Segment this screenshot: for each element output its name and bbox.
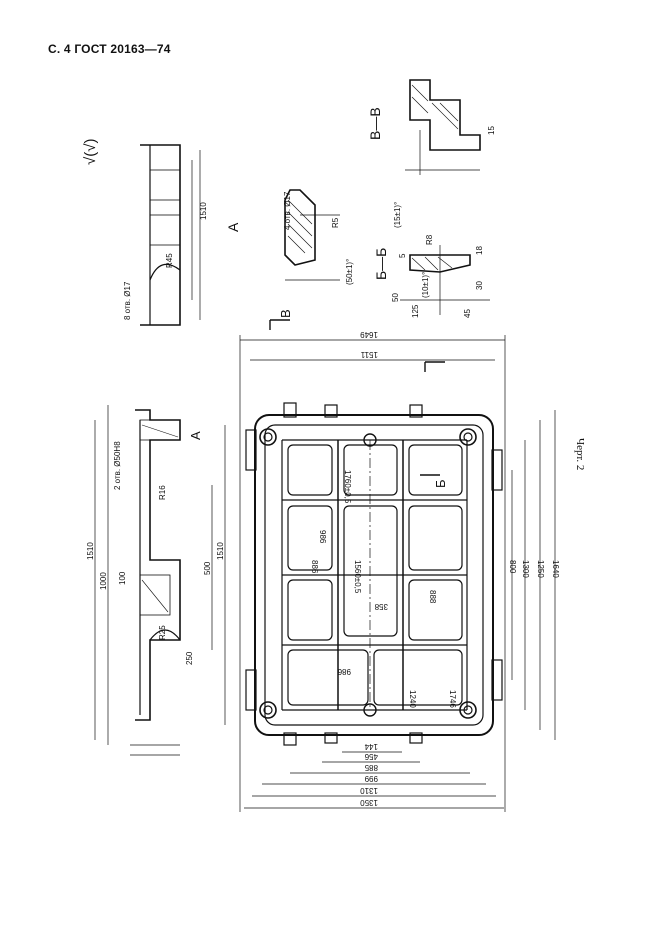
dim-inner-2: 358: [374, 602, 388, 611]
dim-left-1: 500: [203, 561, 212, 575]
dim-inner-1: 886: [310, 560, 319, 574]
dim-detail-0: 15: [487, 126, 496, 135]
dim-profile-1: R25: [158, 625, 167, 640]
dim-inner-3: 1240: [408, 690, 417, 708]
plan-view: [245, 402, 503, 746]
dim-profile-6: 1510: [199, 202, 208, 220]
dim-top-0: 1649: [360, 330, 378, 339]
dim-detail-2: 18: [475, 246, 484, 255]
section-b-label: Б—Б: [373, 248, 389, 280]
dim-detail-7: (15±1)°: [393, 202, 402, 228]
dim-right-3: 800: [508, 560, 517, 574]
dim-detail-9: (50±1)°: [345, 259, 354, 285]
dim-profile-5: 2 отв. Ø50Н8: [113, 441, 122, 490]
dim-profile-3: 4 отв. Ø17: [283, 191, 292, 230]
side-profile: [130, 409, 181, 756]
top-profile: [140, 144, 201, 326]
arrow-a-label: А: [188, 431, 203, 440]
dim-profile-8: 250: [185, 651, 194, 665]
dim-left-2: 1510: [86, 542, 95, 560]
arrow-b-label: Б: [433, 479, 448, 488]
dim-detail-1: 45: [463, 309, 472, 318]
dim-outer-3: 885: [364, 763, 378, 772]
dim-right-1: 1250: [536, 560, 545, 578]
section-b-detail: [400, 245, 490, 315]
dim-detail-8: (10±1)°: [421, 272, 430, 298]
dim-outer-4: 456: [364, 752, 378, 761]
dim-inner-0: 986: [337, 667, 351, 676]
dim-outer-0: 1350: [360, 798, 378, 807]
dim-left-0: 1000: [99, 572, 108, 590]
section-a-label: А: [225, 222, 241, 232]
dim-right-2: 1300: [521, 560, 530, 578]
dim-top-2: 1560±0,5: [353, 560, 362, 594]
dim-profile-0: R45: [165, 253, 174, 268]
dim-detail-3: 50: [391, 293, 400, 302]
section-v-label: В—В: [367, 107, 383, 140]
dim-outer-5: 144: [364, 742, 378, 751]
section-v-detail: [405, 79, 481, 175]
dim-inner-6: 986: [318, 530, 327, 544]
dim-top-1: 1511: [360, 350, 378, 359]
section-a-detail: [284, 189, 340, 281]
dim-detail-5: 125: [411, 304, 420, 318]
section-arrows: [269, 319, 445, 476]
dim-inner-5: 1760±0,5: [343, 470, 352, 504]
dim-outer-2: 999: [364, 774, 378, 783]
dim-profile-4: 8 отв. Ø17: [123, 281, 132, 320]
dim-detail-10: R8: [425, 234, 434, 245]
dim-detail-4: 30: [475, 281, 484, 290]
dimension-lines: [94, 335, 556, 812]
roughness-mark: √(√): [82, 139, 99, 165]
dim-right-0: 1640: [551, 560, 560, 578]
dim-profile-7: 100: [118, 571, 127, 585]
dim-inner-4: 1746: [448, 690, 457, 708]
dim-detail-11: R5: [331, 217, 340, 228]
dim-right-4: 1510: [216, 542, 225, 560]
dim-profile-2: R16: [158, 485, 167, 500]
arrow-v-label: В: [278, 309, 293, 318]
dim-outer-1: 1310: [360, 786, 378, 795]
dim-detail-6: 5: [398, 253, 407, 258]
page-header: С. 4 ГОСТ 20163—74: [48, 42, 171, 56]
dim-inner-7: 888: [428, 590, 437, 604]
